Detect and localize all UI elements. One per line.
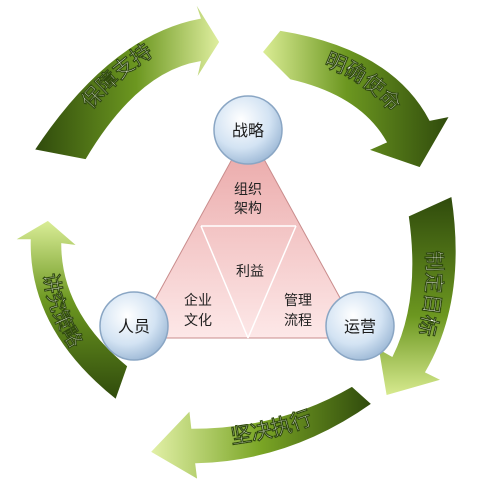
triangle-top-line1: 组织: [234, 182, 262, 198]
triangle-left-line1: 企业: [184, 292, 212, 309]
triangle-right-line1: 管理: [284, 293, 312, 309]
cycle-arrow-strategy: 讲究策略: [11, 219, 129, 402]
triangle-divider-right: [247, 225, 297, 339]
triangle-left-line2: 文化: [184, 313, 212, 329]
triangle-right-line2: 流程: [284, 313, 312, 329]
cycle-arrow-support: 保障支持: [32, 0, 221, 161]
triangle-divider-left: [200, 225, 249, 339]
circle-top-node: 战略: [213, 95, 283, 165]
circle-right-label: 运营: [344, 317, 376, 336]
cycle-arrow-mission: 明确使命: [260, 29, 452, 169]
triangle-center-label: 利益: [236, 264, 264, 280]
circle-left-node: 人员: [99, 291, 169, 361]
cycle-arrow-goals: 制定目标: [377, 194, 458, 397]
cycle-arrow-execute: 坚决执行: [148, 385, 374, 482]
triangle-top-line2: 架构: [234, 201, 262, 217]
circle-right-node: 运营: [325, 291, 395, 361]
circle-left-label: 人员: [118, 317, 150, 336]
circle-top-label: 战略: [232, 121, 264, 140]
center-triangle: 组织 架构 利益 企业 文化 管理 流程: [133, 128, 363, 339]
